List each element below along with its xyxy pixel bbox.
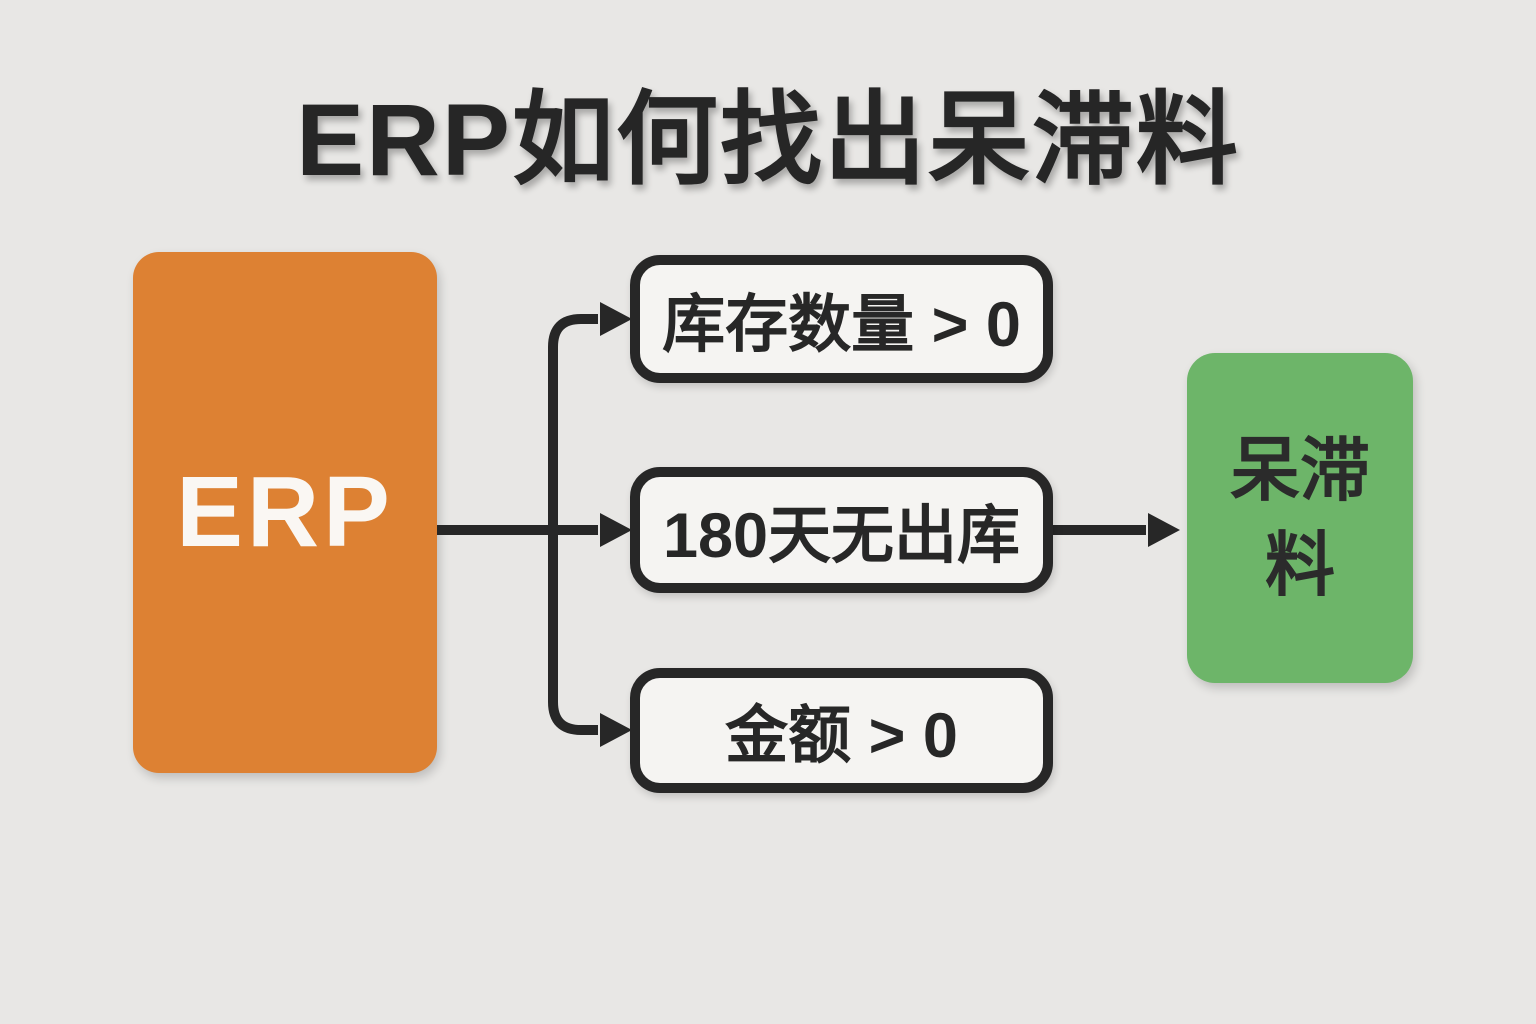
arrow-line-top-branch xyxy=(548,314,598,530)
arrowhead-bottom-condition xyxy=(600,713,632,747)
arrowhead-result xyxy=(1148,513,1180,547)
condition-node-no-outbound-180d: 180天无出库 xyxy=(630,467,1053,593)
erp-source-label: ERP xyxy=(176,456,394,568)
arrowhead-top-condition xyxy=(600,302,632,336)
condition-label-amount: 金额 > 0 xyxy=(725,701,958,771)
erp-source-node: ERP xyxy=(133,252,437,773)
dead-stock-result-label: 呆滞 料 xyxy=(1230,430,1370,604)
condition-node-amount: 金额 > 0 xyxy=(630,668,1053,793)
arrow-line-bottom-branch xyxy=(548,530,598,735)
diagram-title: ERP如何找出呆滞料 xyxy=(296,83,1240,197)
arrowhead-middle-condition xyxy=(600,513,632,547)
condition-label-no-outbound-180d: 180天无出库 xyxy=(662,500,1021,571)
condition-label-stock-qty: 库存数量 > 0 xyxy=(662,289,1021,360)
condition-node-stock-qty: 库存数量 > 0 xyxy=(630,255,1053,383)
dead-stock-result-node: 呆滞 料 xyxy=(1187,353,1413,683)
